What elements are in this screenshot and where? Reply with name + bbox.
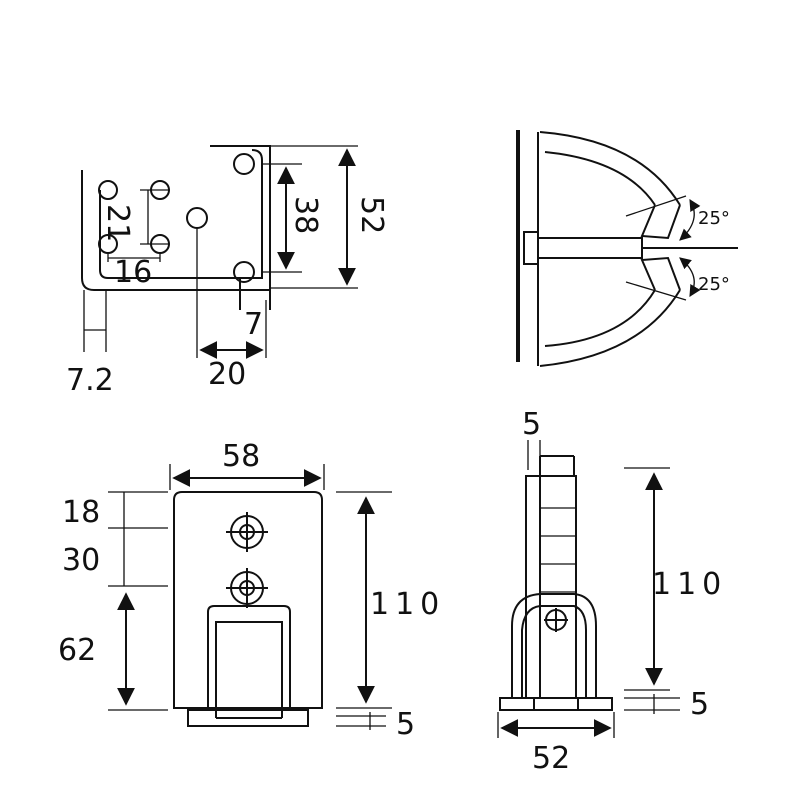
- dim-hole-pitch-vertical: 21: [100, 204, 135, 242]
- dim-thickness: 7.2: [66, 363, 114, 398]
- outer-arc: [539, 131, 681, 367]
- dim-profile-top-tab: 5: [522, 407, 541, 442]
- dim-front-slot-height: 62: [58, 633, 96, 668]
- dim-angle-upper: 25°: [698, 208, 730, 229]
- side-view: 25° 25°: [516, 130, 738, 367]
- front-hole-lower: [226, 568, 268, 608]
- pin-body: [537, 237, 643, 259]
- dim-hole-offset: 20: [208, 357, 246, 392]
- hole-middle: [186, 207, 208, 229]
- front-slot-outer: [207, 605, 291, 708]
- dim-front-height: 110: [370, 587, 445, 622]
- dim-hole-pitch-horizontal: 16: [114, 255, 152, 290]
- plate-inner-edge: [99, 149, 263, 279]
- hole-top-right: [233, 153, 255, 175]
- dim-front-width: 58: [222, 439, 260, 474]
- dim-angle-lower: 25°: [698, 274, 730, 295]
- front-base: [187, 709, 309, 727]
- jaw-lower: [640, 256, 681, 291]
- profile-view: 5 110 5 52: [497, 407, 727, 776]
- front-plate: [173, 491, 323, 709]
- front-hole-upper: [226, 512, 268, 552]
- front-slot-inner: [215, 621, 283, 718]
- profile-clamp: [511, 593, 597, 698]
- hole-bottom-right: [233, 261, 255, 283]
- top-left-view: 21 16 38 52 7 7.2 20: [66, 145, 389, 398]
- dim-overall-height: 52: [354, 196, 389, 234]
- inner-arc: [544, 151, 656, 347]
- profile-spine: [525, 475, 577, 699]
- hole-cluster-1: [98, 180, 118, 200]
- front-view: 58 18 30 62 110 5: [58, 439, 445, 742]
- dim-front-hole-pitch: 30: [62, 543, 100, 578]
- dim-profile-base-width: 52: [532, 741, 570, 776]
- jaw-upper: [640, 204, 681, 240]
- dim-hole-spacing: 38: [288, 196, 323, 234]
- dim-front-base-thickness: 5: [396, 707, 415, 742]
- dim-profile-base-thickness: 5: [690, 687, 709, 722]
- dim-offset-small: 7: [244, 307, 263, 342]
- dim-profile-height: 110: [652, 567, 727, 602]
- profile-base: [499, 697, 613, 711]
- dim-front-top-offset: 18: [62, 495, 100, 530]
- pin-head: [523, 231, 539, 265]
